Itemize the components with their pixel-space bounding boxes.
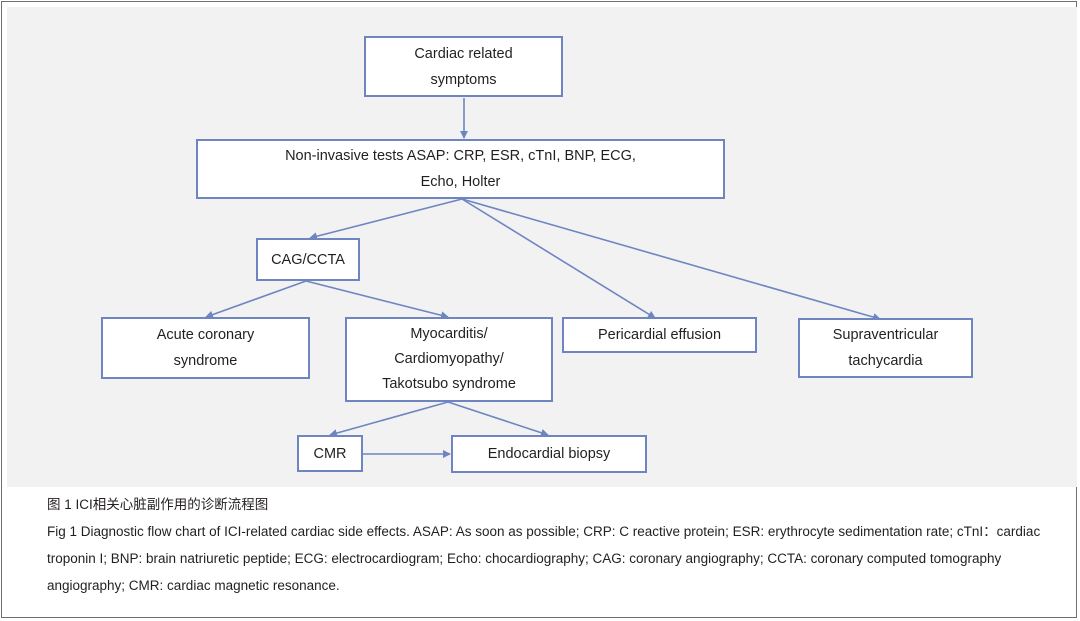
node-endocardial-biopsy-label: Endocardial biopsy	[487, 446, 611, 462]
edge-tests-to-pericardial	[461, 198, 656, 319]
node-noninvasive-tests-label: Non-invasive tests ASAP: CRP, ESR, cTnI,…	[285, 148, 636, 190]
node-cag-ccta-label: CAG/CCTA	[271, 251, 345, 268]
edge-myocarditis-to-cmr	[329, 401, 449, 437]
node-cmr: CMR	[297, 435, 363, 472]
figure-caption-english: Fig 1 Diagnostic flow chart of ICI-relat…	[47, 524, 1041, 593]
node-pericardial-effusion: Pericardial effusion	[562, 317, 757, 353]
node-cardiac-symptoms-label: Cardiac related symptoms	[414, 45, 513, 88]
node-acute-coronary-label: Acute coronary syndrome	[156, 327, 255, 369]
node-acute-coronary: Acute coronary syndrome	[101, 317, 310, 379]
node-cag-ccta: CAG/CCTA	[256, 238, 360, 281]
node-cmr-label: CMR	[313, 445, 347, 462]
edge-cag-to-myocarditis	[305, 280, 449, 320]
edge-tests-to-svt	[461, 198, 881, 321]
node-noninvasive-tests: Non-invasive tests ASAP: CRP, ESR, cTnI,…	[196, 139, 725, 199]
node-myocarditis-label: Myocarditis/ Cardiomyopathy/ Takotsubo s…	[382, 326, 516, 392]
node-pericardial-effusion-label: Pericardial effusion	[597, 327, 722, 343]
figure-caption-chinese: 图 1 ICI相关心脏副作用的诊断流程图	[47, 497, 269, 512]
edge-tests-to-cag	[309, 198, 463, 241]
node-myocarditis: Myocarditis/ Cardiomyopathy/ Takotsubo s…	[345, 317, 553, 402]
edge-myocarditis-to-biopsy	[447, 401, 549, 437]
node-endocardial-biopsy: Endocardial biopsy	[451, 435, 647, 473]
node-cardiac-symptoms: Cardiac related symptoms	[364, 36, 563, 97]
edge-cag-to-acute	[205, 280, 307, 319]
node-supraventricular-tachycardia: Supraventricular tachycardia	[798, 318, 973, 378]
node-supraventricular-tachycardia-label: Supraventricular tachycardia	[832, 327, 939, 369]
